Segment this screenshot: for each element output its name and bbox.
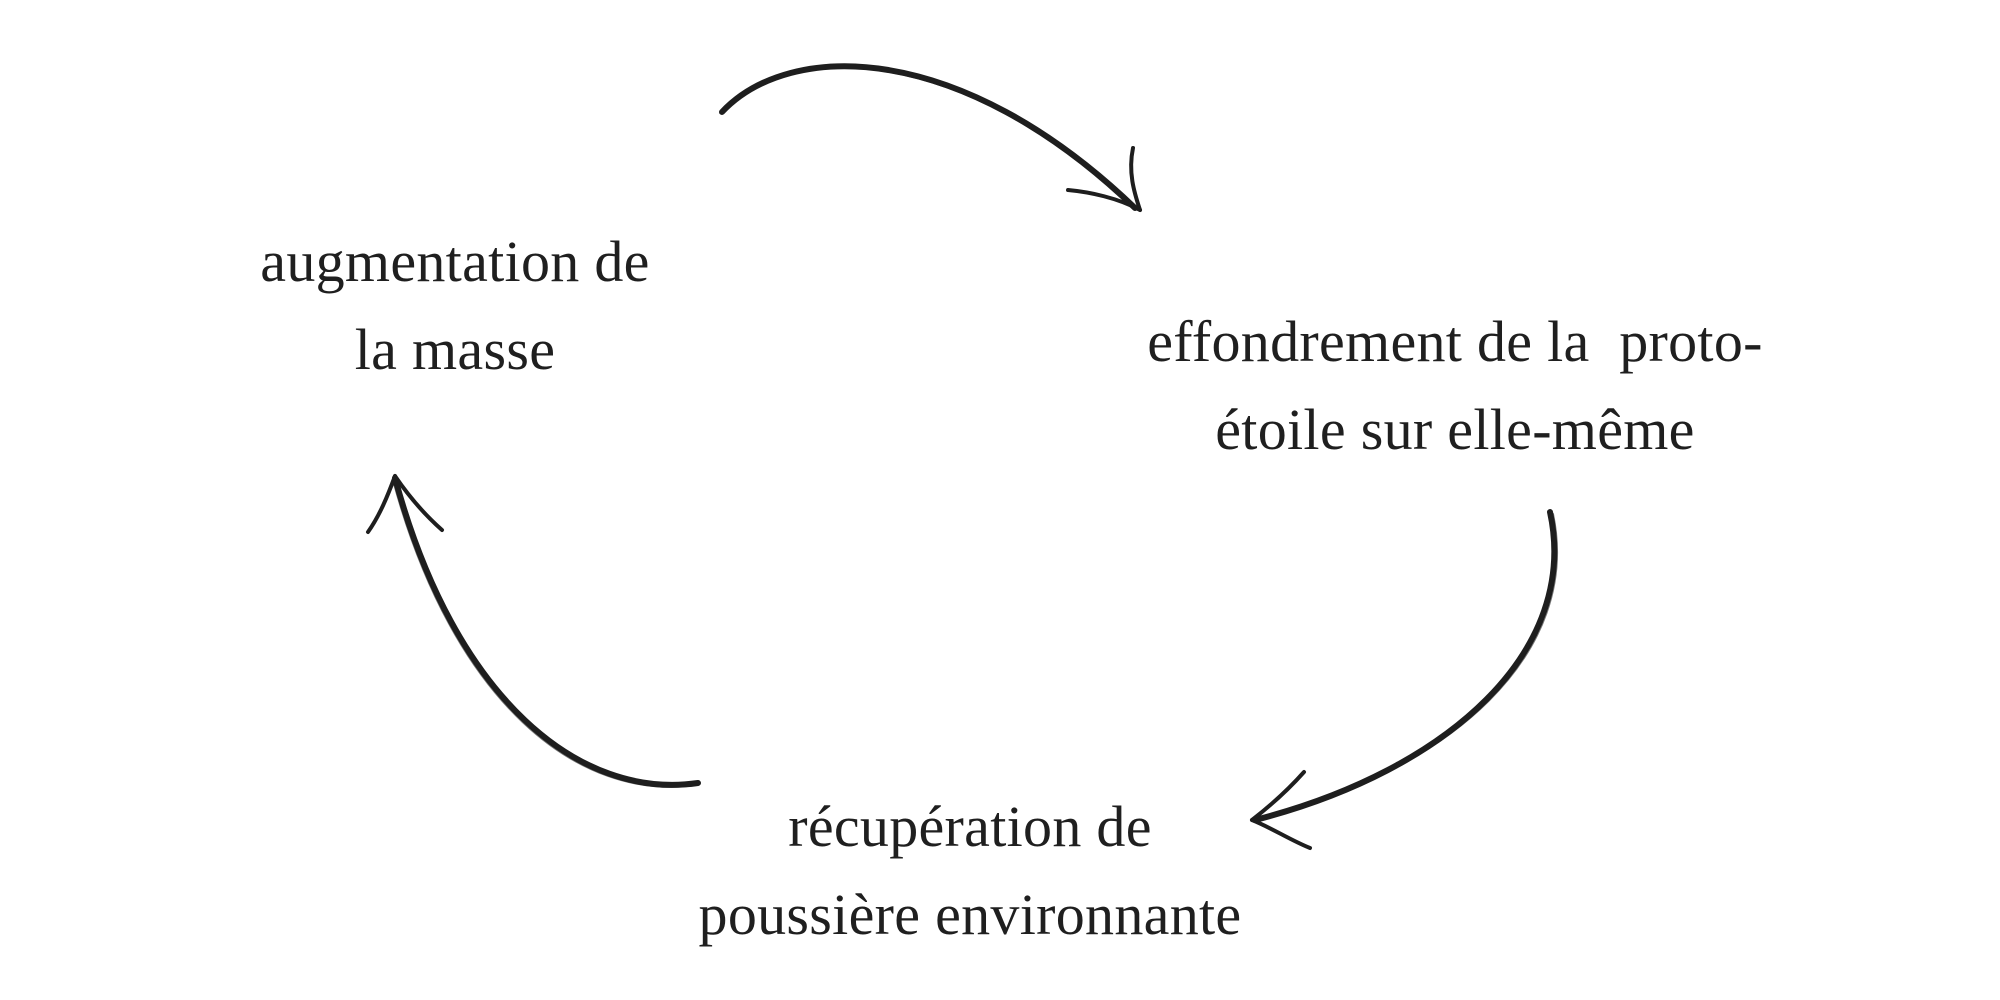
node-dust-line-2: poussière environnante [698, 882, 1242, 947]
node-protostar-collapse: effondrement de la proto- étoile sur ell… [1060, 298, 1850, 474]
node-mass-line-2: la masse [354, 317, 556, 382]
arrow-dust-to-mass [366, 474, 701, 788]
arrow-mass-to-collapse [719, 63, 1142, 212]
node-collapse-line-2: étoile sur elle-même [1215, 397, 1695, 462]
node-dust-collection: récupération de poussière environnante [620, 783, 1320, 959]
node-mass-increase: augmentation de la masse [200, 218, 710, 394]
node-mass-line-1: augmentation de [260, 229, 650, 294]
node-collapse-line-1: effondrement de la proto- [1147, 309, 1763, 374]
arrow-collapse-to-dust [1250, 509, 1559, 850]
node-dust-line-1: récupération de [788, 794, 1152, 859]
